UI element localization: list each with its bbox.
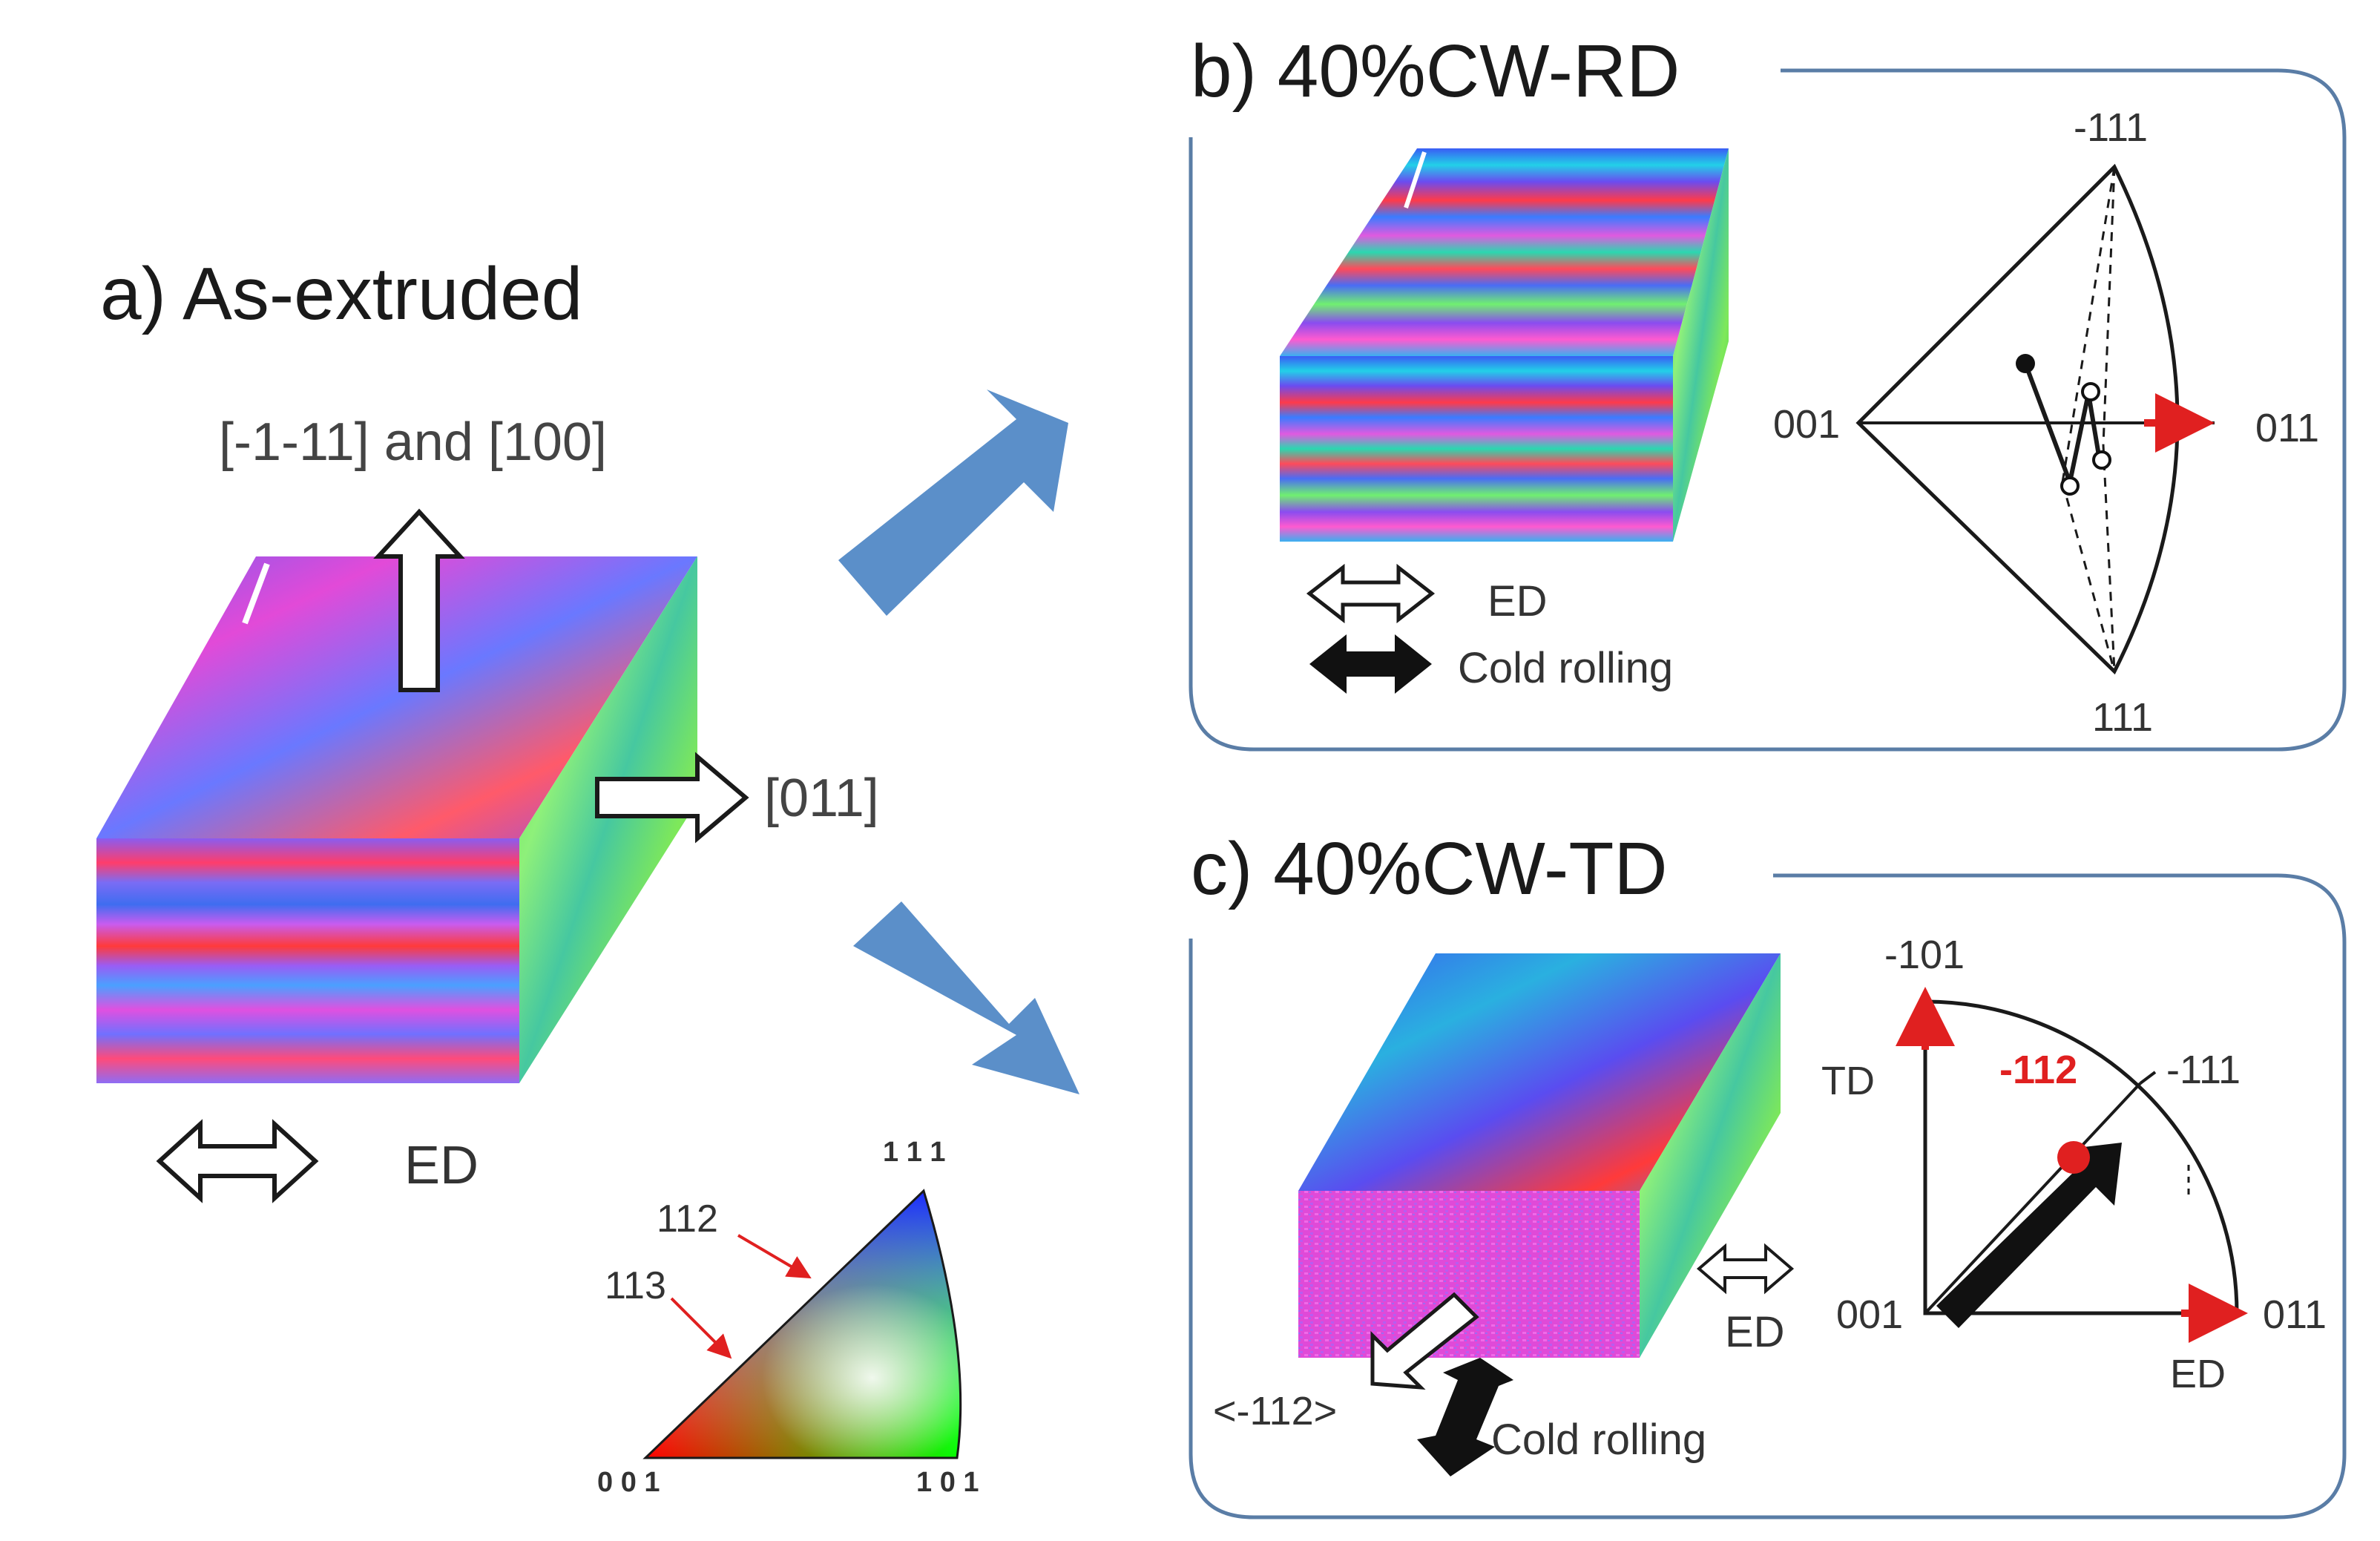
panel-a-ebsd-block [96,556,697,1083]
pointer-112 [737,1234,812,1279]
pole-bottom-c: ED [2170,1352,2226,1396]
block-a-side-face [519,556,697,1083]
pole-figure-c-outline [1923,999,2239,1315]
panel-b-frame [1189,68,2347,752]
axis-right-label: [011] [764,769,879,828]
panel-c-title: c) 40%CW-TD [1191,827,1668,910]
pole-right-b: 011 [2255,406,2319,450]
pole-diag-c: -111 [2166,1048,2241,1092]
pole-right-c: 011 [2263,1292,2327,1337]
panel-c: c) 40%CW-TD ED <-112> Cold rolling -101 … [1189,827,2347,1519]
block-b-top-face [1280,148,1729,356]
block-c-top-face [1298,953,1781,1191]
rolling-label-b: Cold rolling [1458,644,1673,692]
rolling-double-arrow-b [1309,634,1432,694]
ipf-label-112: 112 [657,1197,718,1241]
pole-highlight-c: -112 [1999,1048,2077,1092]
block-a-top-face [96,556,697,838]
axis-up-label: [-1-11] and [100] [219,413,607,472]
panel-b-title: b) 40%CW-RD [1191,30,1680,113]
panel-b-ebsd-block [1280,148,1729,542]
pole-top-b: -111 [2074,105,2148,150]
pole-left-c: TD [1821,1059,1875,1103]
direction-arrow-c [1370,1292,1479,1390]
direction-label-c: <-112> [1213,1389,1337,1433]
ed-label-a: ED [404,1136,479,1195]
pole-top-c: -101 [1884,933,1965,977]
pole-figure-c: -101 TD -112 -111 001 011 ED [1821,933,2327,1396]
ed-label-b: ED [1488,577,1548,625]
block-a-front-face [96,838,519,1083]
rolling-double-arrow-c [1417,1358,1513,1476]
panel-c-frame [1189,873,2347,1519]
big-rotation-arrow-c [1936,1143,2122,1328]
ipf-corner-top: 1 1 1 [883,1137,946,1168]
start-point-b [2016,354,2035,373]
block-b-front-face [1280,356,1673,542]
pole-origin-c: 001 [1836,1292,1903,1337]
panel-a-title: a) As-extruded [100,252,582,335]
flow-arrow-to-b [838,390,1068,616]
pole-left-b: 001 [1773,402,1840,447]
ed-double-arrow-a [156,1119,319,1203]
ipf-label-113: 113 [605,1264,666,1307]
block-c-side-face [1640,953,1781,1358]
highlight-point-c [2057,1141,2090,1174]
flow-arrow-to-c [853,901,1079,1094]
rolling-label-c: Cold rolling [1491,1416,1706,1464]
axis-right-arrow [595,752,749,844]
block-b-side-face [1673,148,1729,542]
ipf-corner-left: 0 0 1 [597,1467,660,1498]
pointer-113 [670,1297,732,1359]
panel-a: a) As-extruded [-1-11] and [100] [011] E… [96,252,879,1203]
panel-c-ebsd-block [1298,953,1781,1358]
ipf-color-key: 112 113 1 1 1 0 0 1 1 0 1 [597,1137,979,1498]
block-c-front-face [1298,1191,1640,1358]
rotation-path-b [2023,362,2102,490]
pole-figure-b: -111 001 011 111 [1773,105,2319,740]
pole-figure-b-outline [1855,163,2180,675]
ed-label-c-block: ED [1725,1308,1785,1356]
ed-double-arrow-c [1696,1243,1795,1295]
ipf-corner-right: 1 0 1 [916,1467,979,1498]
pole-bottom-b: 111 [2092,695,2153,740]
axis-up-arrow [373,508,465,692]
panel-b: b) 40%CW-RD ED Cold rolling -111 0 [1189,30,2347,752]
ed-double-arrow-b [1306,563,1436,624]
